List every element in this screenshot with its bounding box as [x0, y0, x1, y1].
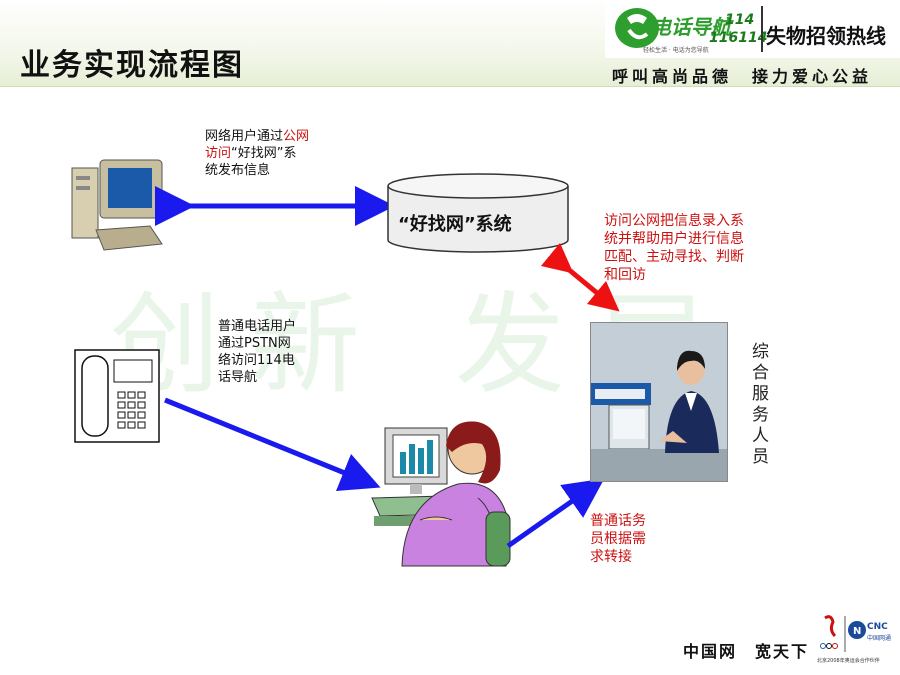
- svg-text:N: N: [853, 626, 861, 637]
- operator-arrow: [506, 478, 605, 549]
- telephone-icon: [74, 349, 160, 443]
- logo-small-text: 轻松生活 · 电话为您导航: [643, 46, 709, 54]
- olympic-partner-text: 北京2008年奥运会合作伙伴: [817, 657, 880, 664]
- red-arrow: [540, 242, 620, 312]
- page-title: 业务实现流程图: [20, 48, 244, 83]
- svg-text:中国网通: 中国网通: [867, 634, 891, 642]
- hotline-label: 失物招领热线: [766, 24, 886, 48]
- olympic-logo-icon: [820, 615, 838, 649]
- phone-navigation-logo: 电话导航 114 116114 轻松生活 · 电话为您导航: [615, 8, 767, 54]
- logo-text: 电话导航: [651, 15, 734, 39]
- logo-number-114: 114: [725, 12, 754, 28]
- logo-divider: [761, 6, 763, 52]
- computer-icon: [71, 159, 163, 251]
- cnc-logo-icon: N CNC 中国网通: [848, 621, 891, 642]
- service-staff-photo: [590, 322, 728, 482]
- header-divider: [0, 86, 900, 87]
- phone-user-text: 普通电话用户 通过PSTN网 络访问114电 话导航: [218, 319, 297, 385]
- footer-slogan: 中国网 宽天下: [683, 642, 810, 661]
- slogan: 呼叫高尚品德 接力爱心公益: [612, 67, 873, 86]
- staff-action-text: 访问公网把信息录入系 统并帮助用户进行信息 匹配、主动寻找、判断 和回访: [604, 213, 744, 283]
- web-user-text: 网络用户通过公网 访问“好找网”系 统发布信息: [205, 129, 310, 178]
- phone-arrow: [164, 397, 381, 492]
- logo-number-116114: 116114: [709, 30, 767, 46]
- footer-logos: N CNC 中国网通 北京2008年奥运会合作伙伴: [817, 615, 891, 664]
- logo-area: 电话导航 114 116114 轻松生活 · 电话为您导航: [605, 0, 900, 58]
- staff-label: 综合服务人员: [752, 342, 769, 467]
- database-icon: [387, 173, 569, 253]
- operator-text: 普通话务 员根据需 求转接: [590, 513, 646, 565]
- svg-text:CNC: CNC: [867, 622, 888, 632]
- operator-icon: [371, 421, 511, 567]
- system-label: “好找网”系统: [398, 214, 512, 235]
